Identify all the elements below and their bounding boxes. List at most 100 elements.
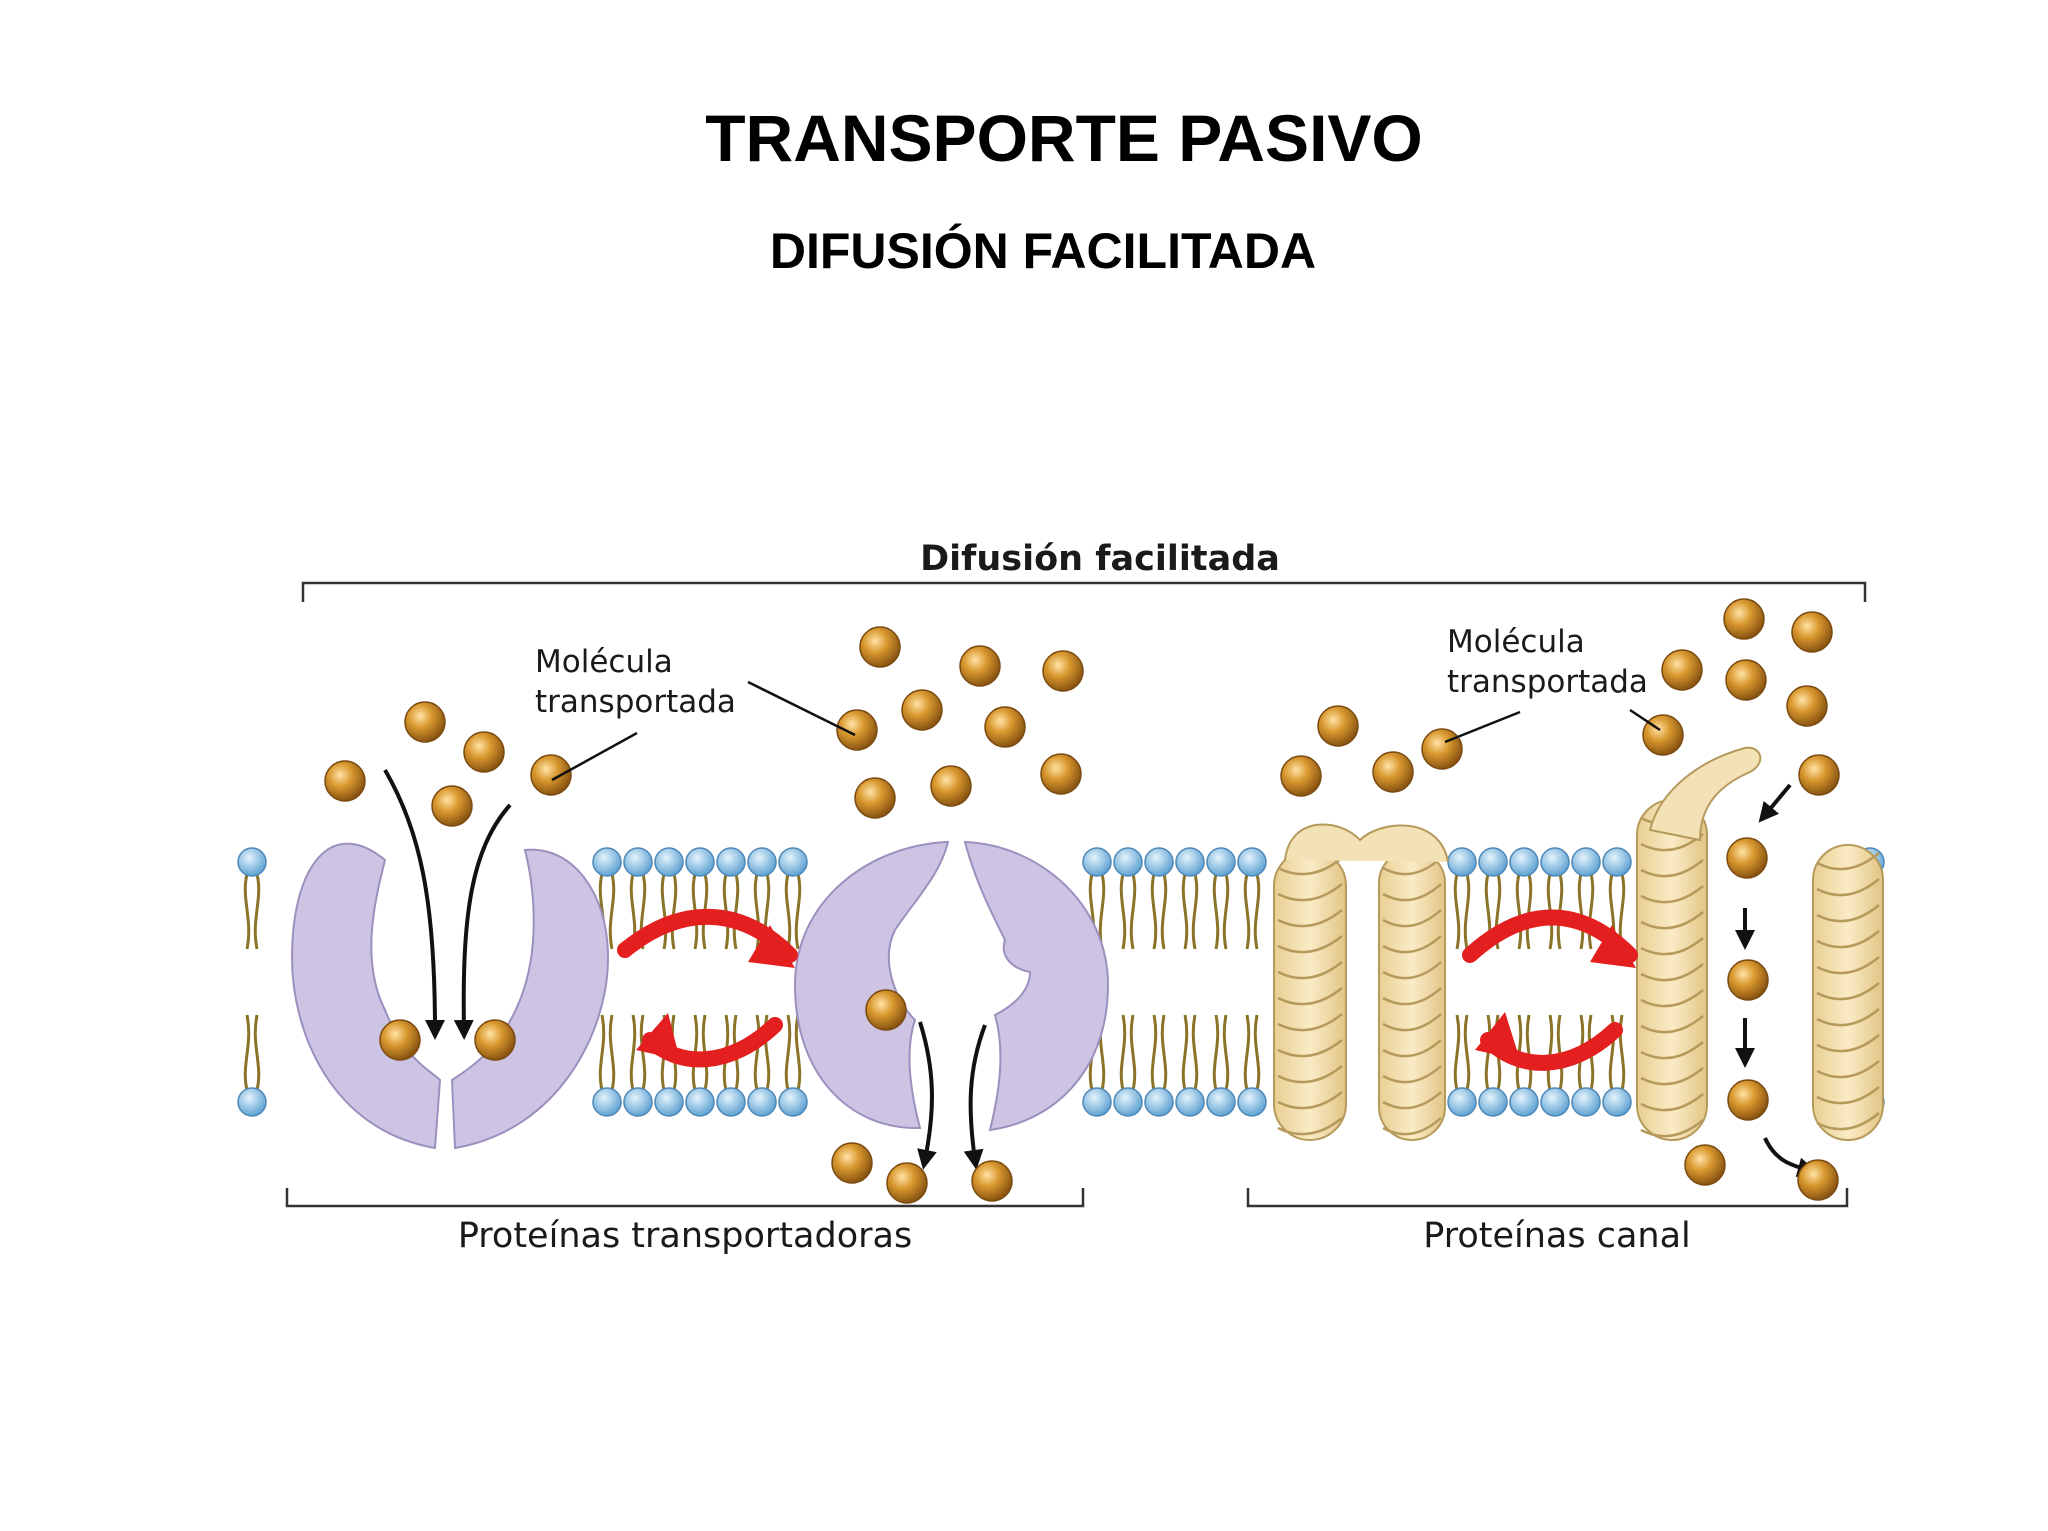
lipid-head — [1571, 847, 1601, 877]
lipid-head — [1175, 847, 1205, 877]
conformation-arrows-channel — [1462, 909, 1638, 1071]
right-molecule-label-line1: Molécula — [1447, 624, 1585, 660]
lipid-bilayer — [237, 847, 1885, 1117]
lipid-head — [1175, 1087, 1205, 1117]
lipid-head — [685, 1087, 715, 1117]
molecule — [1727, 1079, 1769, 1121]
molecule — [854, 777, 896, 819]
lipid-head — [1447, 847, 1477, 877]
molecule — [1723, 598, 1765, 640]
molecule — [1727, 959, 1769, 1001]
lipid-head — [778, 847, 808, 877]
molecule — [530, 754, 572, 796]
lipid-head — [1082, 1087, 1112, 1117]
molecule — [1421, 728, 1463, 770]
page-subtitle: DIFUSIÓN FACILITADA — [769, 223, 1317, 279]
molecule — [1726, 837, 1768, 879]
lipid-head — [1447, 1087, 1477, 1117]
carrier-protein-open-outside — [290, 842, 610, 1150]
lipid-head — [237, 1087, 267, 1117]
lipid-tail — [243, 1014, 261, 1091]
molecule — [971, 1160, 1013, 1202]
channel-loop — [1284, 823, 1449, 863]
molecule — [859, 626, 901, 668]
molecule — [1797, 1159, 1839, 1201]
molecule — [324, 760, 366, 802]
header-bracket — [301, 581, 1867, 602]
lipid-head — [592, 847, 622, 877]
molecule — [1280, 755, 1322, 797]
lipid-head — [1602, 1087, 1632, 1117]
lipid-tail — [1212, 1014, 1230, 1091]
channel-proteins — [1273, 746, 1884, 1141]
molecule — [930, 765, 972, 807]
lipid-tail — [1150, 873, 1168, 950]
lipid-tail — [1577, 873, 1595, 950]
carrier-protein-open-inside — [793, 840, 1110, 1132]
carrier-proteins-label: Proteínas transportadoras — [458, 1216, 912, 1256]
molecule — [431, 785, 473, 827]
lipid-tail — [1453, 873, 1471, 950]
flow-arrows — [383, 768, 1818, 1177]
molecule — [1791, 611, 1833, 653]
lipid-tail — [1453, 1014, 1471, 1091]
channel-loop — [1648, 746, 1762, 842]
lipid-head — [1237, 1087, 1267, 1117]
right-molecule-label-line2: transportada — [1447, 664, 1648, 700]
lipid-head — [1113, 847, 1143, 877]
left-molecule-label-line2: transportada — [535, 684, 736, 720]
lipid-tail — [722, 873, 740, 950]
lipid-head — [1144, 847, 1174, 877]
lipid-tail — [1546, 1014, 1564, 1091]
lipid-head — [778, 1087, 808, 1117]
lipid-head — [592, 1087, 622, 1117]
lipid-head — [747, 1087, 777, 1117]
molecule — [1372, 751, 1414, 793]
channel-helix — [1273, 849, 1347, 1141]
left-molecule-label: Molécula transportada — [535, 644, 736, 720]
right-label-pointer-2 — [1629, 708, 1661, 732]
molecule — [463, 731, 505, 773]
molecule — [959, 645, 1001, 687]
lipid-tail — [598, 1014, 616, 1091]
right-label-pointer-1 — [1444, 710, 1521, 744]
lipid-head — [1540, 1087, 1570, 1117]
molecule — [1042, 650, 1084, 692]
lipid-tail — [1515, 873, 1533, 950]
lipid-head — [747, 847, 777, 877]
lipid-head — [623, 1087, 653, 1117]
left-label-pointer-2 — [747, 680, 856, 737]
right-molecule-label: Molécula transportada — [1447, 624, 1648, 700]
lipid-tail — [1243, 1014, 1261, 1091]
lipid-head — [1237, 847, 1267, 877]
header-label: Difusión facilitada — [920, 539, 1280, 579]
molecule — [1661, 649, 1703, 691]
lipid-head — [1509, 847, 1539, 877]
lipid-head — [1144, 1087, 1174, 1117]
conformation-arrows-carrier — [617, 908, 798, 1068]
molecule — [404, 701, 446, 743]
lipid-tail — [1181, 873, 1199, 950]
lipid-head — [1540, 847, 1570, 877]
lipid-head — [1206, 1087, 1236, 1117]
lipid-tail — [1150, 1014, 1168, 1091]
lipid-head — [1509, 1087, 1539, 1117]
channel-helix — [1378, 849, 1446, 1141]
lipid-head — [1571, 1087, 1601, 1117]
lipid-head — [1478, 847, 1508, 877]
molecule — [1040, 753, 1082, 795]
molecule — [1684, 1144, 1726, 1186]
lipid-tail — [1119, 1014, 1137, 1091]
lipid-head — [716, 847, 746, 877]
molecule — [901, 689, 943, 731]
lipid-head — [1206, 847, 1236, 877]
molecule — [831, 1142, 873, 1184]
lipid-head — [623, 847, 653, 877]
molecule — [836, 709, 878, 751]
lipid-head — [685, 847, 715, 877]
lipid-head — [1602, 847, 1632, 877]
lipid-head — [654, 1087, 684, 1117]
left-molecule-label-line1: Molécula — [535, 644, 673, 680]
lipid-tail — [1181, 1014, 1199, 1091]
